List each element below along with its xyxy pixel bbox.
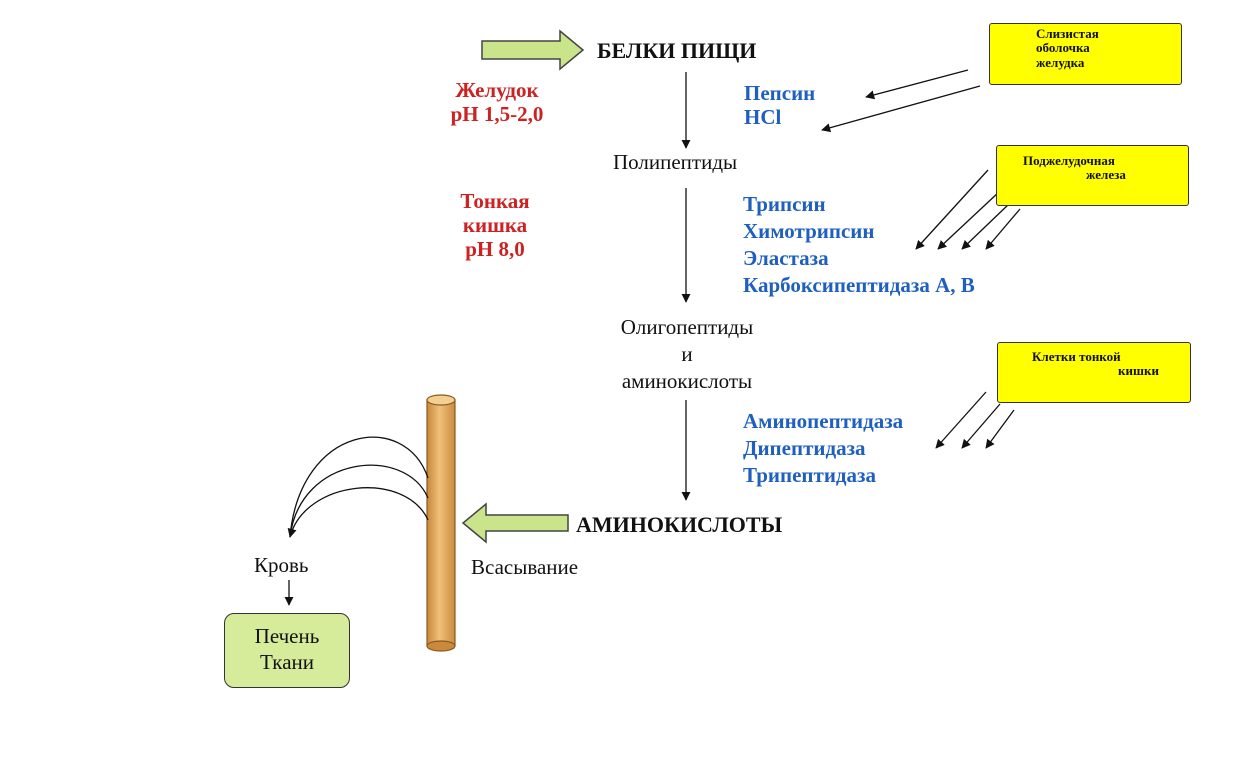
enzyme-carboxypeptidase: Карбоксипептидаза А, В [743, 273, 975, 297]
liver-line-1: Печень [254, 624, 320, 648]
oligo-line-1: Олигопептиды [620, 315, 754, 339]
pancreas-arrow-4 [985, 208, 1021, 250]
mucosa-line-3: желудка [1036, 54, 1085, 70]
blood-label: Кровь [254, 553, 309, 577]
intestine-tube [426, 394, 456, 652]
stomach-ph: pH 1,5-2,0 [450, 102, 544, 127]
intestine-enzymes: Аминопептидаза Дипептидаза Трипептидаза [743, 408, 903, 489]
oligo-line-2: и [681, 342, 693, 366]
enzyme-dipeptidase: Дипептидаза [743, 436, 866, 460]
input-block-arrow [481, 29, 585, 71]
transport-arc-3 [287, 487, 429, 538]
mucosa-line-2: оболочка [1036, 40, 1090, 56]
oligo-line-3: аминокислоты [621, 369, 753, 393]
pancreas-box: Поджелудочная железа [996, 145, 1189, 206]
pancreas-arrow-3 [961, 202, 1011, 250]
title-amino-acids: АМИНОКИСЛОТЫ [576, 512, 783, 537]
absorption-block-arrow [461, 502, 569, 544]
mucosa-line-1: Слизистая [1036, 26, 1099, 41]
mucosa-arrow-1 [865, 69, 969, 100]
small-intestine-ph: pH 8,0 [465, 237, 525, 262]
cells-arrow-2 [961, 403, 1001, 449]
liver-line-2: Ткани [260, 650, 314, 675]
small-intestine-label: Тонкая кишка pH 8,0 [440, 189, 550, 261]
cells-arrow-1 [935, 391, 987, 449]
liver-tissues-box: Печень Ткани [224, 613, 350, 688]
intestine-cells-box: Клетки тонкой кишки [997, 342, 1191, 403]
transport-arc-1 [289, 436, 429, 538]
small-intestine-line1: Тонкая [460, 189, 530, 213]
stomach-mucosa-box: Слизистая оболочка желудка [989, 23, 1182, 85]
enzyme-chymotrypsin: Химотрипсин [743, 219, 875, 243]
pancreas-arrow-1 [915, 169, 989, 250]
absorption-label: Всасывание [471, 555, 579, 579]
transport-arc-2 [289, 464, 429, 538]
enzyme-trypsin: Трипсин [743, 192, 826, 216]
title-food-proteins: БЕЛКИ ПИЩИ [597, 38, 757, 63]
step-oligopeptides: Олигопептиды и аминокислоты [587, 314, 787, 395]
cells-line-2: кишки [1118, 363, 1159, 379]
enzyme-pepsin: Пепсин [744, 81, 816, 105]
cells-arrow-3 [985, 409, 1015, 449]
pancreas-line-2: железа [1086, 167, 1126, 183]
step-polypeptides: Полипептиды [613, 150, 738, 174]
pancreas-line-1: Поджелудочная [1023, 153, 1115, 168]
enzyme-aminopeptidase: Аминопептидаза [743, 409, 904, 433]
enzyme-elastase: Эластаза [743, 246, 829, 270]
stomach-enzymes: Пепсин HCl [744, 81, 815, 129]
cells-line-1: Клетки тонкой [1032, 349, 1121, 364]
enzyme-hcl: HCl [744, 105, 782, 130]
pancreas-arrow-2 [937, 190, 1001, 250]
stomach-label-line1: Желудок [455, 78, 539, 102]
small-intestine-line2: кишка [462, 213, 528, 238]
stomach-label: Желудок pH 1,5-2,0 [432, 78, 562, 126]
pancreas-enzymes: Трипсин Химотрипсин Эластаза Карбоксипеп… [743, 191, 975, 299]
mucosa-arrow-2 [821, 85, 981, 133]
enzyme-tripeptidase: Трипептидаза [743, 463, 876, 487]
